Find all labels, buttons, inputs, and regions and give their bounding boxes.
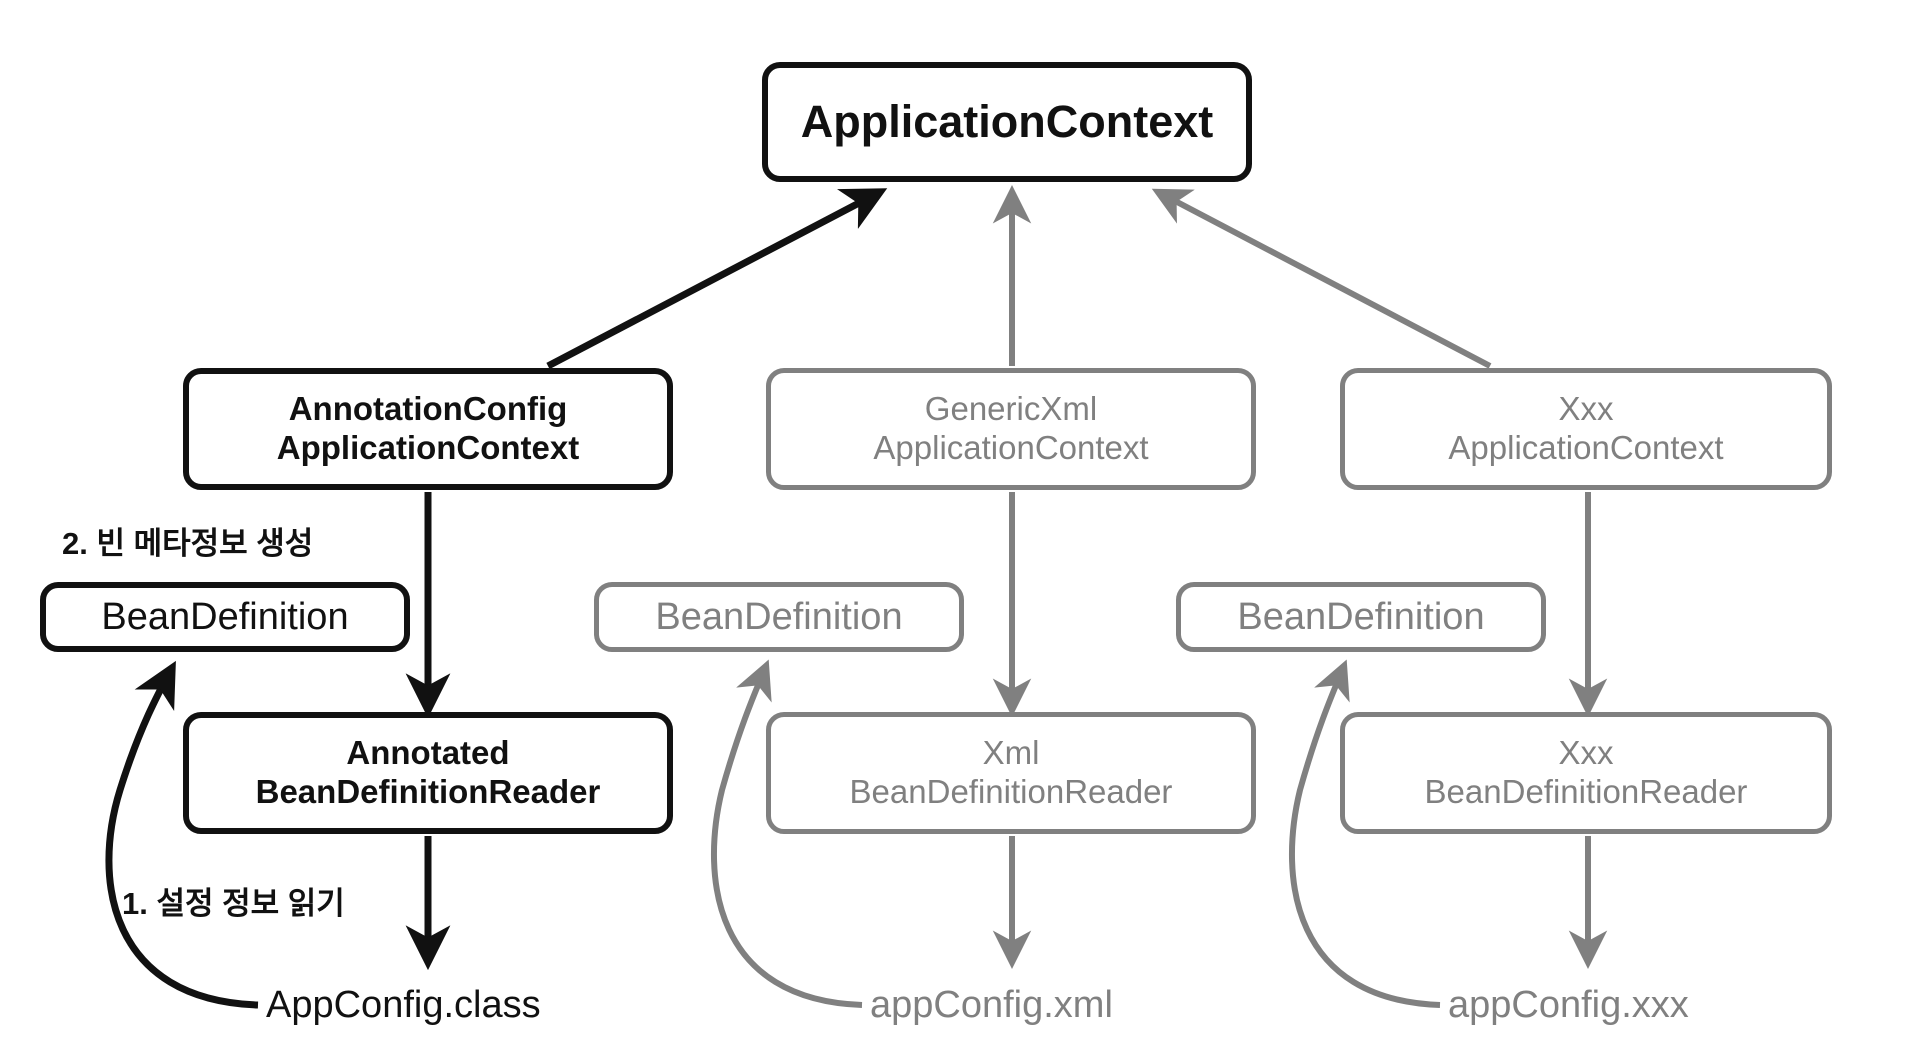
node-bean-definition-middle[interactable]: BeanDefinition [594,582,964,652]
node-bean-definition-right[interactable]: BeanDefinition [1176,582,1546,652]
node-application-context[interactable]: ApplicationContext [762,62,1252,182]
edge-annotationconfig-to-applicationcontext [546,188,888,370]
edge-xxxcontext-to-applicationcontext [1151,188,1492,369]
label-app-config-xml: appConfig.xml [870,983,1113,1026]
label-app-config-xxx: appConfig.xxx [1448,983,1689,1026]
node-annotated-bean-definition-reader[interactable]: Annotated BeanDefinitionReader [183,712,673,834]
node-xxx-bean-definition-reader[interactable]: Xxx BeanDefinitionReader [1340,712,1832,834]
node-annotation-config-application-context[interactable]: AnnotationConfig ApplicationContext [183,368,673,490]
node-bean-definition-left[interactable]: BeanDefinition [40,582,410,652]
node-generic-xml-application-context[interactable]: GenericXml ApplicationContext [766,368,1256,490]
label-app-config-class: AppConfig.class [266,983,541,1026]
step-two-label: 2. 빈 메타정보 생성 [62,526,314,561]
node-xml-bean-definition-reader[interactable]: Xml BeanDefinitionReader [766,712,1256,834]
step-one-label: 1. 설정 정보 읽기 [122,886,345,921]
node-xxx-application-context[interactable]: Xxx ApplicationContext [1340,368,1832,490]
